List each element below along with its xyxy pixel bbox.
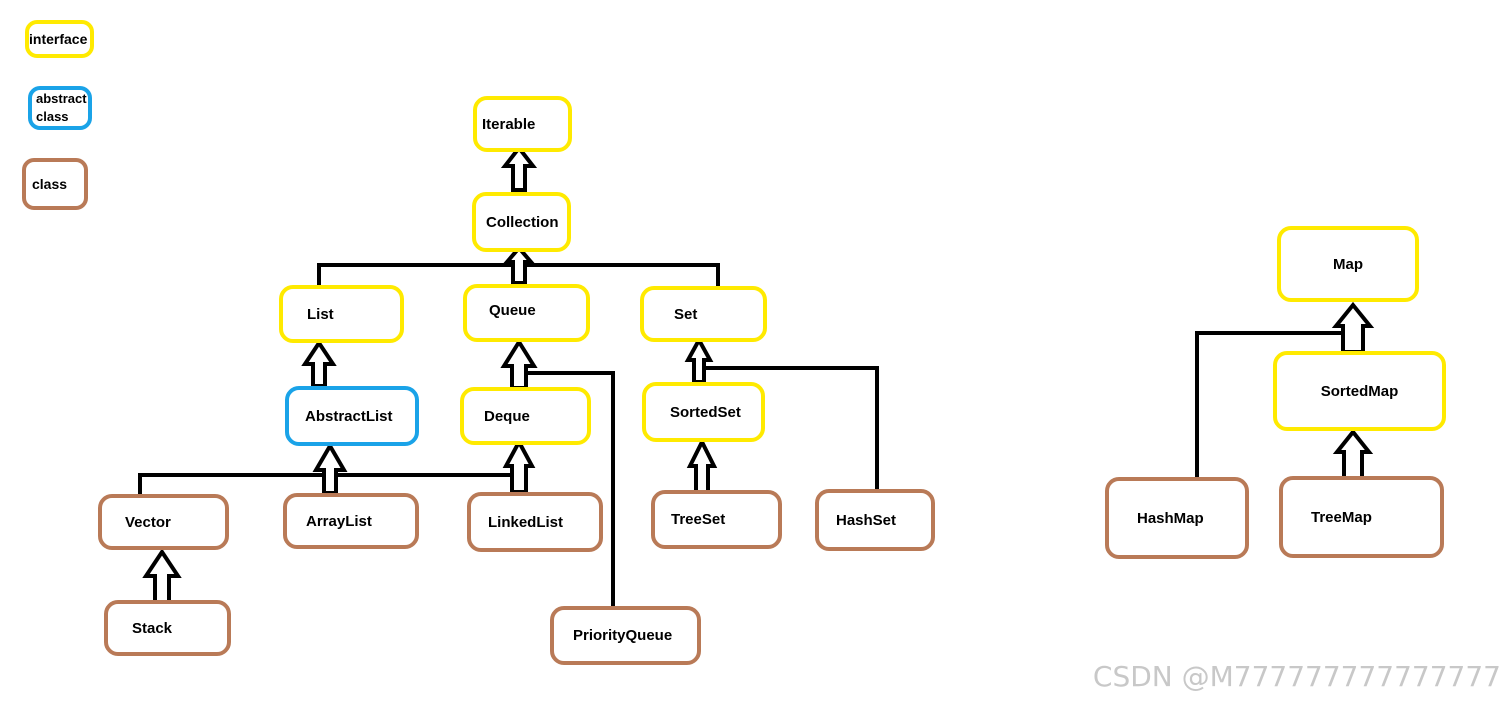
node-treeset-label: TreeSet [671, 511, 726, 528]
node-sortedmap-label: SortedMap [1320, 382, 1399, 400]
node-collection-label: Collection [486, 213, 559, 231]
node-abstractlist: AbstractList [285, 386, 419, 446]
node-treemap: TreeMap [1279, 476, 1444, 558]
node-set: Set [640, 286, 767, 342]
arrow-queue-collection [502, 244, 536, 285]
node-iterable-label: Iterable [482, 115, 536, 133]
node-set-label: Set [674, 305, 698, 323]
connector-priorityqueue [519, 371, 615, 612]
arrow-stack-vector [142, 548, 182, 604]
node-abstractlist-label: AbstractList [305, 407, 393, 425]
node-hashset-label: HashSet [836, 511, 897, 529]
node-linkedlist: LinkedList [467, 492, 603, 552]
node-vector-label: Vector [125, 513, 171, 531]
node-sortedset-label: SortedSet [670, 403, 741, 421]
node-stack-label: Stack [132, 619, 173, 637]
legend-interface: interface [25, 20, 94, 58]
legend-abstract-label: abstract class [36, 91, 87, 124]
node-map-label: Map [1333, 255, 1363, 273]
node-sortedset: SortedSet [642, 382, 765, 442]
connector-hashset [699, 366, 879, 492]
node-queue: Queue [463, 284, 590, 342]
legend-class: class [22, 158, 88, 210]
node-vector: Vector [98, 494, 229, 550]
node-linkedlist-label: LinkedList [488, 513, 564, 531]
node-priorityqueue: PriorityQueue [550, 606, 701, 665]
node-treemap-label: TreeMap [1311, 508, 1372, 526]
node-list-label: List [307, 305, 334, 323]
node-queue-label: Queue [489, 302, 536, 319]
connector-hashmap [1195, 331, 1352, 480]
node-deque: Deque [460, 387, 591, 445]
watermark: CSDN @M777777777777777 [1092, 660, 1501, 693]
node-hashmap: HashMap [1105, 477, 1249, 559]
arrow-treeset-sortedset [686, 437, 718, 494]
legend-abstract-class: abstract class [28, 86, 92, 130]
arrow-linkedlist-deque [502, 437, 536, 494]
node-hashmap-label: HashMap [1137, 509, 1204, 527]
node-treeset: TreeSet [651, 490, 782, 549]
arrow-sortedset-set [684, 335, 714, 384]
node-iterable: Iterable [473, 96, 572, 152]
node-arraylist: ArrayList [283, 493, 419, 549]
arrow-arraylist-abstractlist [312, 442, 348, 495]
node-sortedmap: SortedMap [1273, 351, 1446, 431]
node-deque-label: Deque [484, 407, 530, 425]
arrow-sortedmap-map [1331, 301, 1375, 354]
legend-class-label: class [32, 176, 68, 192]
node-map: Map [1277, 226, 1419, 302]
node-arraylist-label: ArrayList [306, 512, 372, 530]
node-priorityqueue-label: PriorityQueue [573, 627, 673, 644]
arrow-treemap-sortedmap [1332, 428, 1374, 480]
node-hashset: HashSet [815, 489, 935, 551]
node-list: List [279, 285, 404, 343]
arrow-collection-iterable [500, 144, 538, 192]
arrow-deque-queue [500, 338, 538, 390]
node-stack: Stack [104, 600, 231, 656]
arrow-abstractlist-list [301, 339, 337, 388]
node-collection: Collection [472, 192, 571, 252]
legend-interface-label: interface [29, 31, 88, 47]
connector-abstractlist-children [138, 473, 519, 496]
